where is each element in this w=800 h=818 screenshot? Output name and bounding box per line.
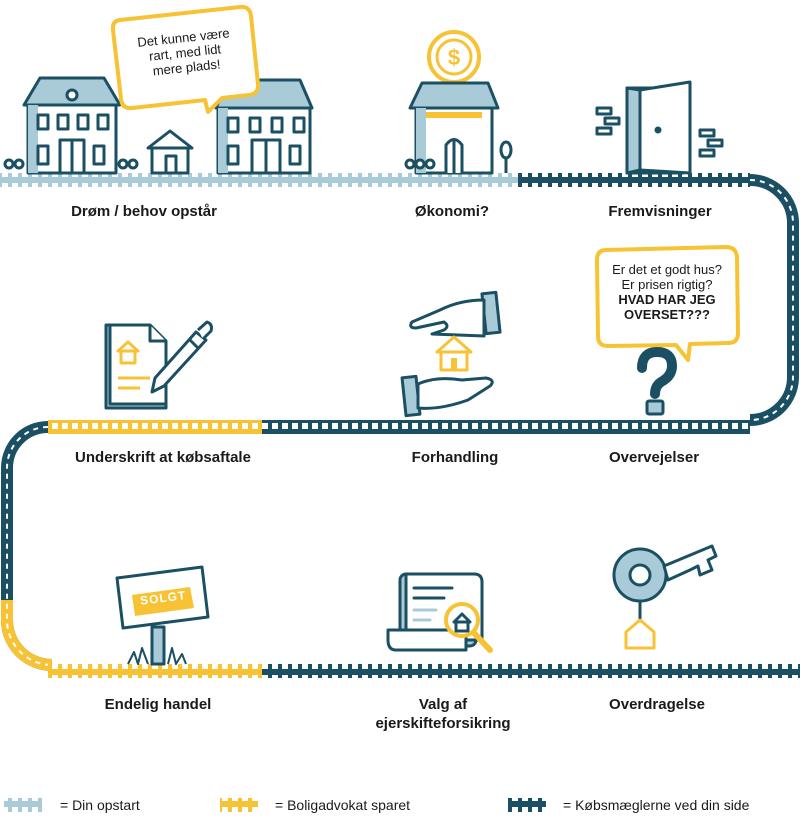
- sold-sign-icon: [115, 565, 210, 666]
- step-label-overvejelser: Overvejelser: [608, 449, 700, 466]
- step-label-endelig: Endelig handel: [104, 696, 212, 713]
- doubt-bubble-line-bold: HVAD HAR JEG: [618, 292, 716, 307]
- step-label-drom: Drøm / behov opstår: [71, 203, 217, 220]
- svg-text:$: $: [448, 45, 460, 70]
- road-segment-middle-yellow: [48, 420, 262, 434]
- dream-speech-bubble: [110, 4, 261, 114]
- step-label-fremvisninger: Fremvisninger: [608, 203, 712, 220]
- legend-label-start: = Din opstart: [60, 797, 140, 813]
- houses-icon: [3, 76, 314, 175]
- legend-swatch-advokat: [220, 798, 258, 812]
- road-segment-middle: [262, 420, 750, 434]
- road-segment-top: [518, 173, 750, 187]
- road-curve-left-dash: [6, 426, 53, 666]
- question-mark-icon: [637, 346, 678, 416]
- doubt-speech-bubble: [595, 245, 740, 362]
- step-label-okonomi: Økonomi?: [414, 203, 490, 220]
- step-label-valg-line2: ejerskifteforsikring: [375, 715, 511, 732]
- road-curve-left-yellow: [1, 600, 53, 671]
- document-magnifier-icon: [386, 572, 493, 653]
- dream-bubble-text: Det kunne være rart, med lidt mere plads…: [137, 25, 234, 79]
- road-segment-start: [0, 173, 518, 187]
- open-door-icon: [595, 80, 724, 175]
- doubt-bubble-line: Er prisen rigtig?: [621, 277, 713, 292]
- road-curve-right: [749, 174, 799, 426]
- doubt-bubble-text: Er det et godt hus? Er prisen rigtig? HV…: [612, 262, 722, 322]
- house-coin-icon: $: [404, 30, 513, 175]
- legend-label-maegler: = Købsmæglerne ved din side: [563, 797, 750, 813]
- road-segment-bottom: [262, 664, 800, 678]
- legend-swatch-start: [4, 798, 42, 812]
- legend-swatch-maegler: [508, 798, 546, 812]
- step-label-overdragelse: Overdragelse: [609, 696, 705, 713]
- legend-label-advokat: = Boligadvokat sparet: [275, 797, 411, 813]
- road-curve-right-dash: [749, 179, 794, 421]
- legend-swatches: [4, 798, 546, 812]
- key-icon: [612, 544, 718, 650]
- step-label-valg: Valg af ejerskifteforsikring: [375, 695, 510, 733]
- contract-pen-icon: [104, 320, 213, 410]
- step-label-valg-line1: Valg af: [418, 696, 468, 713]
- step-label-forhandling: Forhandling: [411, 449, 499, 466]
- step-label-underskrift: Underskrift at købsaftale: [75, 449, 251, 466]
- doubt-bubble-line-bold: OVERSET???: [624, 307, 710, 322]
- doubt-bubble-line: Er det et godt hus?: [612, 262, 722, 277]
- road-segment-bottom-yellow: [48, 664, 262, 678]
- road: [0, 173, 800, 678]
- hands-house-icon: [400, 290, 502, 418]
